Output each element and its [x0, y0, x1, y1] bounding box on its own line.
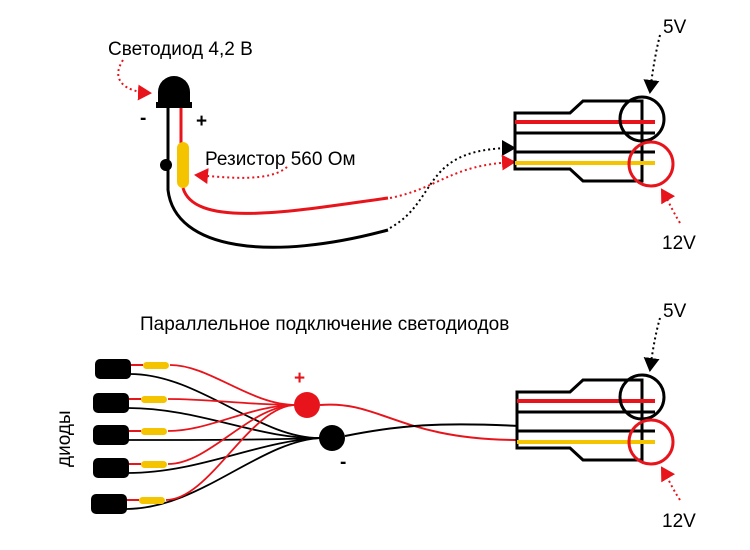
resistor-pointer — [194, 166, 288, 185]
diode-resistor — [141, 461, 167, 468]
diode-red-wire — [167, 404, 297, 432]
v12-pointer — [660, 188, 681, 224]
diode-resistor — [141, 428, 167, 435]
junction-dot — [160, 159, 172, 171]
diodes-label: диоды — [54, 410, 75, 467]
led-label: Светодиод 4,2 В — [108, 39, 253, 60]
diode-black-wire — [127, 407, 323, 439]
diode-resistor — [143, 362, 169, 369]
diode-body — [93, 458, 129, 478]
ring-12v-2 — [627, 418, 675, 466]
diode-red-wire — [169, 364, 297, 406]
diode-group — [91, 359, 323, 514]
diode-black-wire — [129, 373, 323, 439]
ring-5v — [618, 95, 666, 143]
v5-pointer — [643, 34, 661, 94]
red-dotted-link — [389, 154, 516, 199]
resistor-label: Резистор 560 Ом — [205, 149, 356, 170]
single-led-diagram: Светодиод 4,2 В - + Резистор 560 Ом 5V 1… — [108, 17, 696, 254]
diode-black-wire — [127, 437, 323, 441]
v12-pointer-2 — [660, 466, 681, 501]
diode-body — [93, 425, 129, 445]
black-wire — [166, 165, 389, 249]
ring-12v — [627, 140, 675, 188]
parallel-title: Параллельное подключение светодиодов — [140, 314, 509, 335]
diode-resistor — [139, 497, 165, 504]
diode-red-wire — [165, 404, 297, 501]
diode-black-wire — [127, 437, 323, 474]
plus-node — [294, 392, 320, 418]
parallel-led-diagram: Параллельное подключение светодиодов дио… — [54, 301, 696, 532]
label-5v: 5V — [663, 17, 687, 38]
v5-pointer-2 — [643, 317, 661, 372]
diode-resistor — [141, 396, 167, 403]
diode-red-wire — [167, 398, 297, 406]
diode-body — [91, 494, 127, 514]
diode-black-wire — [125, 437, 323, 510]
led-base — [156, 102, 192, 108]
molex-connector-2 — [515, 378, 644, 462]
minus-sign: - — [140, 108, 146, 129]
label-5v-2: 5V — [663, 301, 687, 322]
led-pointer — [117, 59, 152, 101]
diode-body — [93, 393, 129, 413]
black-dotted-link — [389, 140, 516, 229]
diode-body — [95, 359, 131, 379]
resistor — [177, 142, 189, 188]
red-wire — [181, 187, 389, 215]
label-12v-2: 12V — [662, 511, 696, 532]
molex-connector — [513, 99, 644, 183]
minus-node-label: - — [340, 452, 346, 473]
minus-feed-wire — [344, 423, 521, 437]
plus-node-label: + — [294, 368, 305, 389]
label-12v: 12V — [662, 233, 696, 254]
plus-sign: + — [196, 111, 207, 132]
plus-feed-wire — [319, 403, 521, 441]
led-body — [158, 76, 190, 104]
diode-red-wire — [167, 404, 297, 465]
ring-5v-2 — [618, 373, 666, 421]
minus-node — [319, 425, 345, 451]
